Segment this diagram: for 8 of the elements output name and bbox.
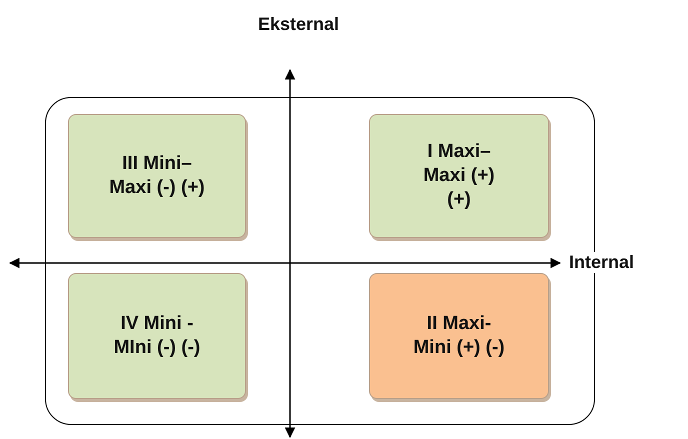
quadrant-box <box>68 114 246 238</box>
quadrant-box <box>68 273 246 399</box>
quadrant-label: I Maxi– Maxi (+) (+) <box>422 140 496 212</box>
quadrant-label: IV Mini - MIni (-) (-) <box>112 312 202 360</box>
quadrant-label: III Mini– Maxi (-) (+) <box>108 152 206 200</box>
quadrant-box <box>369 273 549 399</box>
quadrant-box <box>369 114 549 238</box>
quadrant-label: II Maxi- Mini (+) (-) <box>412 312 506 360</box>
